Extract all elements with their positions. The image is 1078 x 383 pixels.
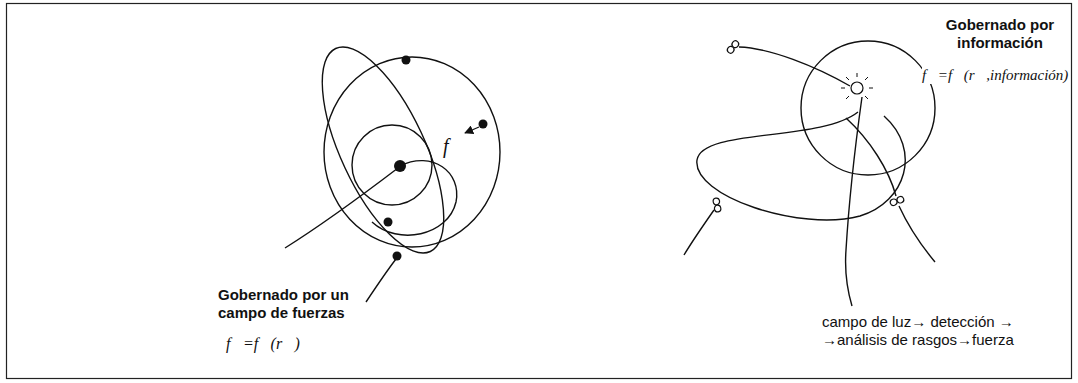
process-note: campo de luz→ detección → →análisis de r… xyxy=(822,313,1050,349)
trajectory xyxy=(285,168,398,248)
trajectory xyxy=(697,112,905,220)
particle xyxy=(394,160,406,172)
trajectory xyxy=(739,47,850,86)
light-source xyxy=(841,73,873,99)
frame xyxy=(7,4,1072,379)
force-label: f xyxy=(443,134,457,158)
particle xyxy=(384,218,393,227)
particle xyxy=(402,56,411,65)
organism xyxy=(889,196,904,207)
orbit-drawing xyxy=(285,31,500,302)
caption-title: Gobernado por información xyxy=(932,16,1068,52)
particle xyxy=(393,252,402,261)
trajectory xyxy=(366,259,396,302)
trajectory xyxy=(846,97,862,306)
orbit xyxy=(298,31,469,270)
information-drawing xyxy=(684,41,935,306)
organism xyxy=(726,40,740,55)
trajectory xyxy=(899,206,935,262)
organism xyxy=(713,198,722,213)
trajectory xyxy=(684,210,714,255)
force-arrow xyxy=(465,127,479,133)
trajectory xyxy=(372,161,457,236)
orbit xyxy=(324,57,500,247)
formula: f⃗=f⃗(r⃗,información) xyxy=(922,66,1070,84)
formula: f⃗=f⃗(r⃗) xyxy=(226,334,346,353)
particles xyxy=(384,56,488,261)
trajectory xyxy=(846,118,896,196)
caption-title: Gobernado por un campo de fuerzas xyxy=(218,286,368,322)
loop xyxy=(801,41,935,175)
organisms xyxy=(713,40,905,213)
particle xyxy=(479,120,488,129)
